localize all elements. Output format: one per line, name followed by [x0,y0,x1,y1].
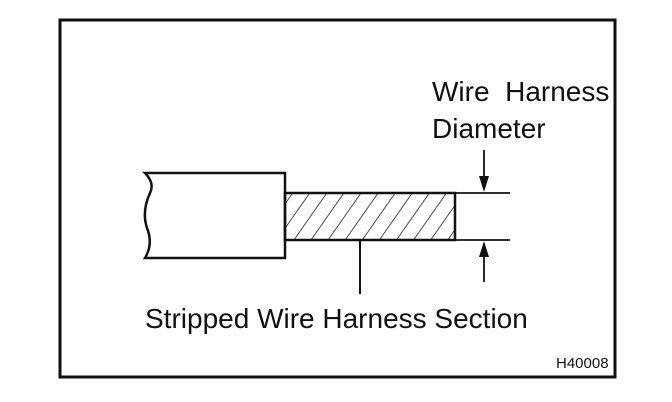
diameter-label-line2: Diameter [432,113,546,144]
wire-insulation [141,171,287,260]
stripped-conductor [283,191,457,242]
dimension-arrow-top-head [479,176,489,192]
figure-code: H40008 [556,355,609,372]
diameter-label-line1: Wire Harness [432,76,609,107]
section-label: Stripped Wire Harness Section [145,303,528,334]
dimension-arrow-bottom-head [479,241,489,257]
